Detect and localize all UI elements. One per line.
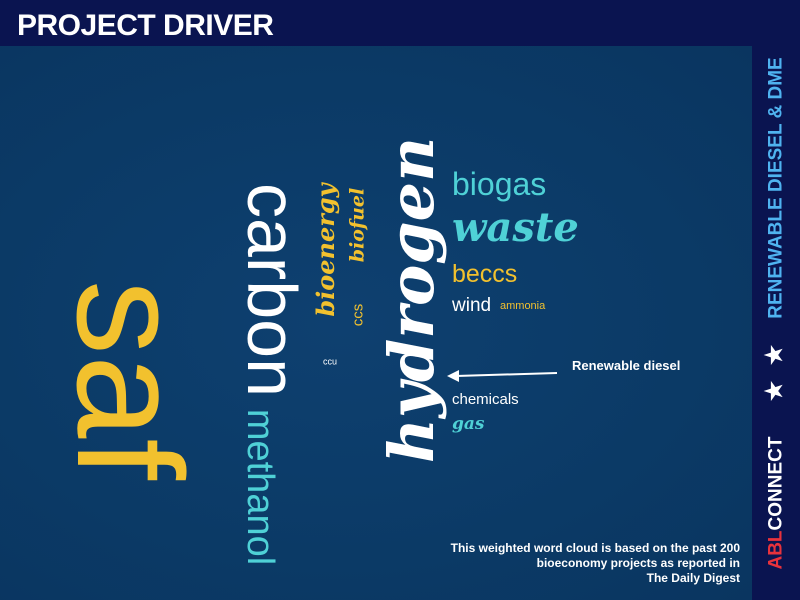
star-icon: ★ [758,343,789,367]
sidebar: RENEWABLE DIESEL & DME ★ ★ ABLCONNECT [752,0,800,600]
word-ammonia: ammonia [500,300,546,312]
word-ccu: ccu [322,356,338,367]
header-bar: PROJECT DRIVER [0,0,800,46]
footer-line: bioeconomy projects as reported in [536,556,740,570]
star-icon: ★ [758,379,789,403]
brand-connect: CONNECT [765,436,787,531]
word-gas: gas [452,414,485,434]
renewable-diesel-label: Renewable diesel [572,358,681,373]
footer-line: The Daily Digest [646,571,740,585]
brand-abl: ABL [765,530,787,570]
word-wind: wind [452,295,492,316]
footer-line: This weighted word cloud is based on the… [450,541,740,555]
word-chemicals: chemicals [452,391,519,408]
footer-note: This weighted word cloud is based on the… [451,541,740,586]
word-waste: waste [452,204,579,251]
brand-logo: ABLCONNECT [765,436,787,570]
sidebar-topic: RENEWABLE DIESEL & DME [765,57,787,319]
page-title: PROJECT DRIVER [17,9,274,42]
word-cloud-area [0,46,752,600]
word-biogas: biogas [452,166,547,202]
word-beccs: beccs [452,260,518,288]
